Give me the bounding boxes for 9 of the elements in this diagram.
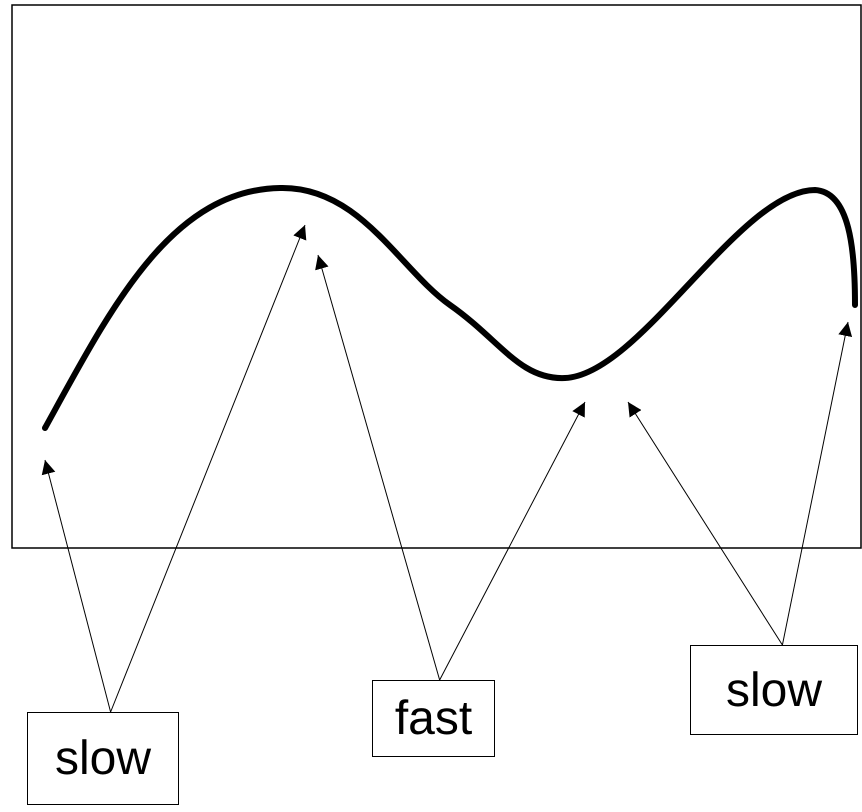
leader-arrow xyxy=(628,402,783,646)
leader-arrow xyxy=(439,402,586,680)
leader-arrow xyxy=(42,460,112,712)
leader-arrow xyxy=(782,322,852,646)
label-box: slow xyxy=(27,712,179,805)
leader-arrow xyxy=(315,254,440,680)
label-box: slow xyxy=(690,645,858,735)
label-box: fast xyxy=(372,680,495,757)
leader-arrow xyxy=(110,224,306,712)
